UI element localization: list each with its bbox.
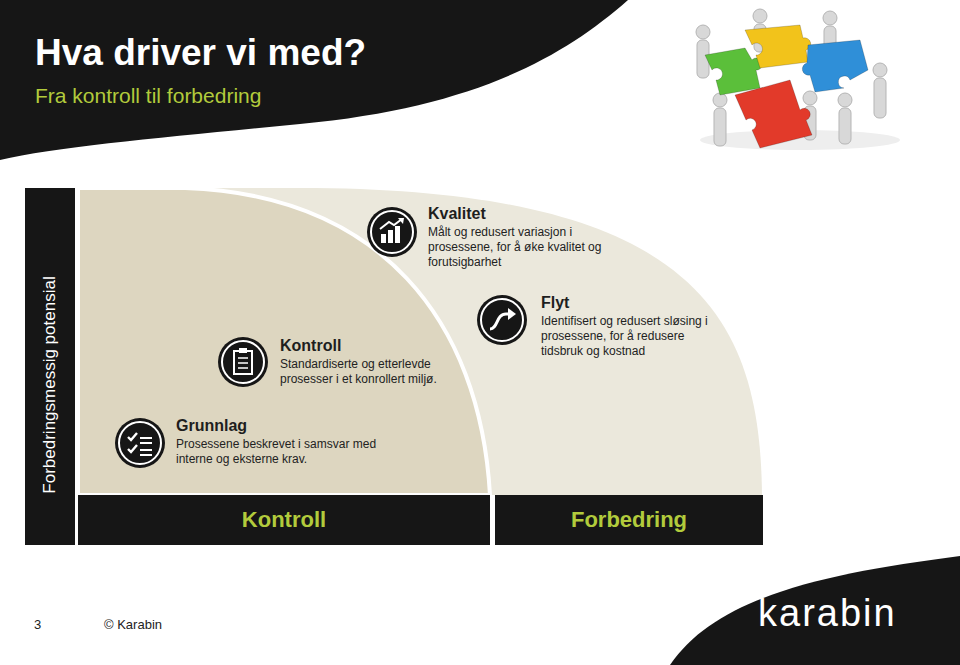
checklist-icon xyxy=(115,418,165,468)
heading-text: Grunnlag xyxy=(176,416,381,435)
logo-text: karabin xyxy=(758,592,897,635)
body-text: Identifisert og redusert sløsing i prose… xyxy=(541,314,719,359)
phase-bar: Kontroll xyxy=(78,495,490,545)
chart-icon xyxy=(367,207,417,257)
clipboard-icon xyxy=(218,337,268,387)
heading-text: Forbedring xyxy=(571,507,687,533)
heading-text: Kontroll xyxy=(280,336,455,355)
footer-shape xyxy=(670,556,960,665)
subtitle: Fra kontroll til forbedring xyxy=(35,84,261,108)
puzzle-illustration xyxy=(696,9,900,150)
page-title: Hva driver vi med? xyxy=(35,32,366,74)
stage-block: FlytIdentifisert og redusert sløsing i p… xyxy=(541,293,719,359)
copyright-note: © Karabin xyxy=(104,617,162,632)
improvement-region xyxy=(78,188,762,495)
phase-bar: Forbedring xyxy=(495,495,763,545)
heading-text: Kontroll xyxy=(242,507,326,533)
header-shape xyxy=(0,0,628,160)
page-number: 3 xyxy=(34,617,41,632)
body-text: Prosessene beskrevet i samsvar med inter… xyxy=(176,437,381,467)
heading-text: Flyt xyxy=(541,293,719,312)
body-text: Standardiserte og etterlevde prosesser i… xyxy=(280,357,455,387)
heading-text: Kvalitet xyxy=(428,204,610,223)
body-text: Målt og redusert variasjon i prosessene,… xyxy=(428,225,610,270)
stage-block: KontrollStandardiserte og etterlevde pro… xyxy=(280,336,455,387)
axis-bar: Forbedringsmessig potensial xyxy=(25,188,75,545)
stage-block: GrunnlagProsessene beskrevet i samsvar m… xyxy=(176,416,381,467)
flow-icon xyxy=(477,295,527,345)
stage-block: KvalitetMålt og redusert variasjon i pro… xyxy=(428,204,610,270)
heading-text: Forbedringsmessig potensial xyxy=(40,276,60,493)
